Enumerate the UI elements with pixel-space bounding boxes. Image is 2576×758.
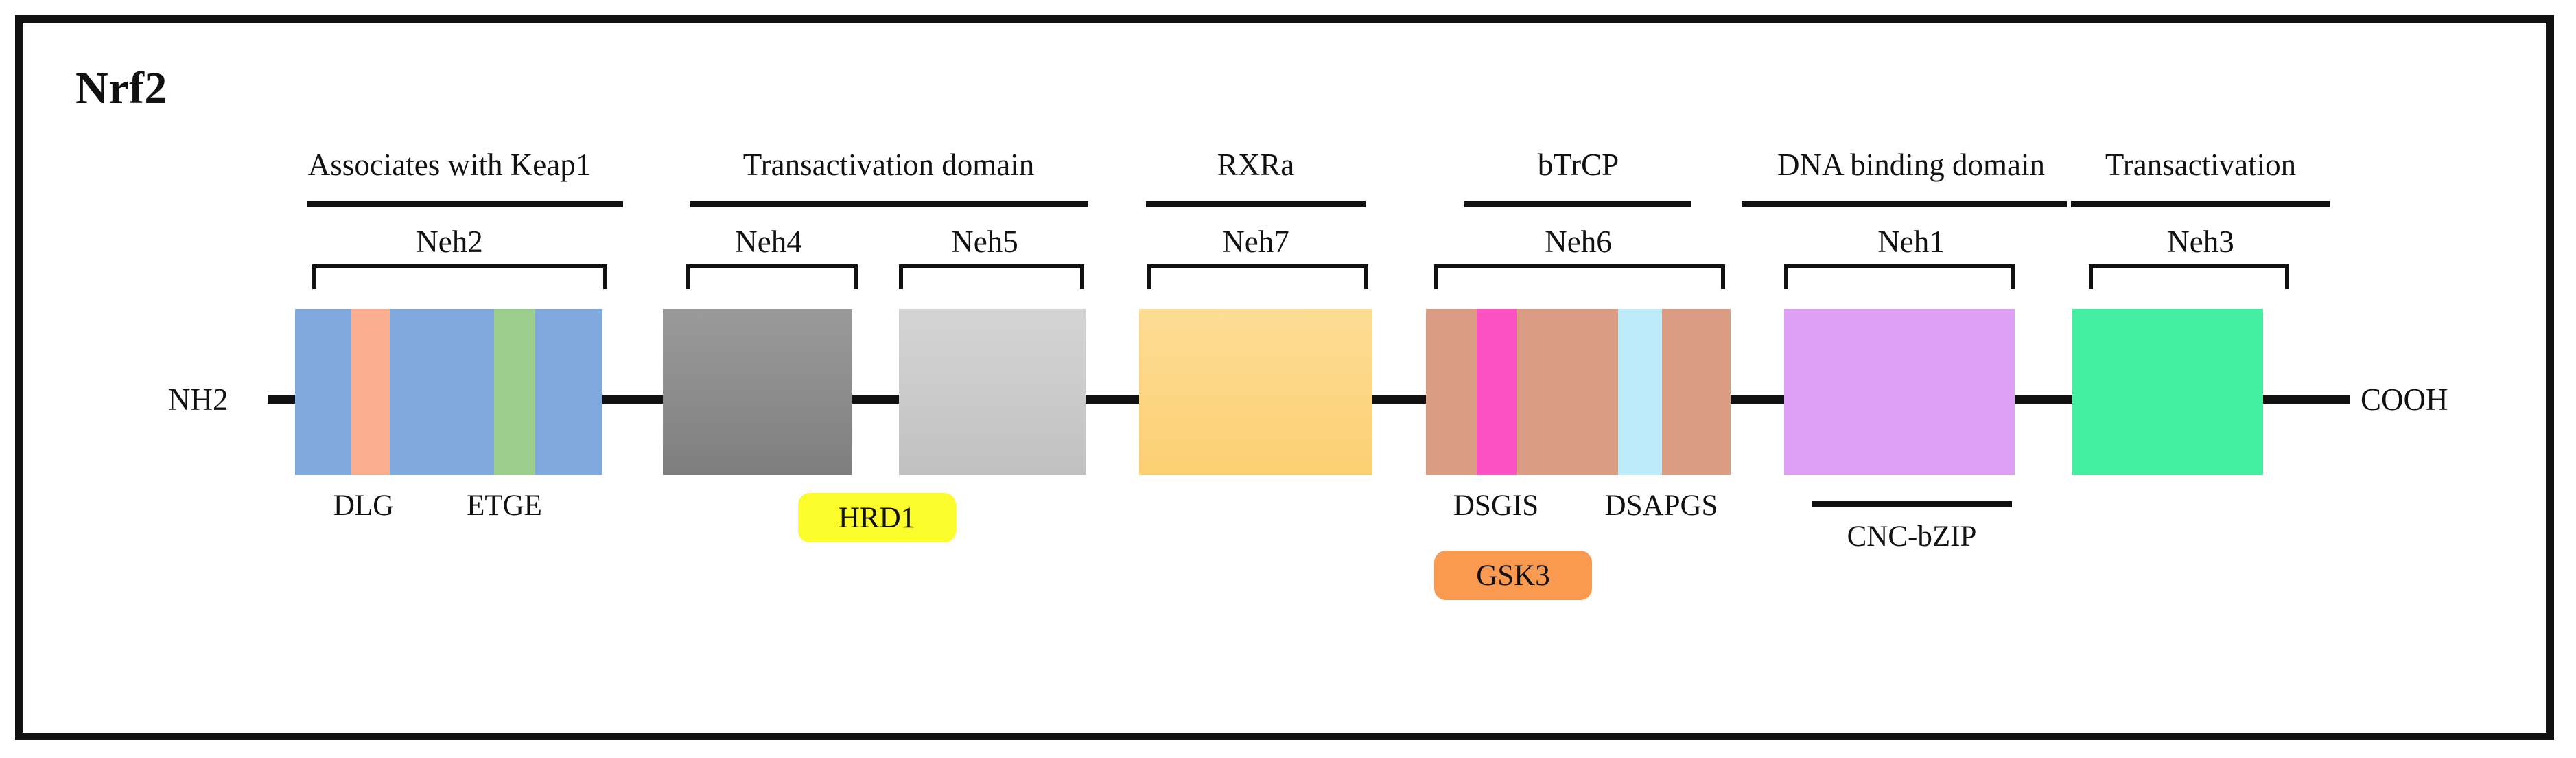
function-label-rxra: RXRa <box>1217 148 1295 182</box>
bracket-neh3 <box>2089 264 2289 289</box>
motif-label-etge: ETGE <box>467 490 542 522</box>
badge-gsk3[interactable]: GSK3 <box>1434 551 1592 600</box>
bracket-neh6 <box>1434 264 1725 289</box>
c-terminus-label: COOH <box>2361 382 2448 417</box>
bracket-neh5 <box>899 264 1084 289</box>
function-rule-dna-binding <box>1742 201 2067 207</box>
neh-label-neh4: Neh4 <box>735 225 802 259</box>
bracket-neh4 <box>686 264 858 289</box>
neh-label-neh1: Neh1 <box>1877 225 1945 259</box>
backbone-segment-6 <box>2013 395 2072 404</box>
function-label-transactivation-domain: Transactivation domain <box>742 148 1035 182</box>
backbone-segment-2 <box>851 395 900 404</box>
function-rule-keap1 <box>307 201 623 207</box>
backbone-segment-c-term <box>2263 395 2350 404</box>
bracket-neh1 <box>1784 264 2015 289</box>
function-label-btrcp: bTrCP <box>1537 148 1619 182</box>
backbone-segment-4 <box>1370 395 1431 404</box>
motif-stripe-dlg <box>351 309 390 475</box>
neh-label-neh6: Neh6 <box>1545 225 1612 259</box>
motif-rule-cnc-bzip <box>1812 501 2012 507</box>
motif-label-dlg: DLG <box>333 490 395 522</box>
bracket-neh7 <box>1147 264 1368 289</box>
domain-block-neh2[interactable] <box>295 309 602 475</box>
domain-block-neh6[interactable] <box>1426 309 1731 475</box>
function-label-keap1: Associates with Keap1 <box>307 148 592 182</box>
motif-stripe-etge <box>494 309 535 475</box>
motif-stripe-dsapgs <box>1618 309 1662 475</box>
domain-block-neh3[interactable] <box>2072 309 2263 475</box>
motif-stripe-dsgis <box>1477 309 1517 475</box>
motif-label-dsapgs: DSAPGS <box>1604 490 1718 522</box>
motif-label-cnc-bzip: CNC-bZIP <box>1847 520 1977 553</box>
domain-block-neh5[interactable] <box>899 309 1086 475</box>
domain-block-neh4[interactable] <box>663 309 852 475</box>
motif-label-dsgis: DSGIS <box>1453 490 1539 522</box>
bracket-neh2 <box>312 264 607 289</box>
neh-label-neh2: Neh2 <box>416 225 483 259</box>
function-rule-rxra <box>1146 201 1366 207</box>
neh-label-neh7: Neh7 <box>1222 225 1289 259</box>
function-rule-transactivation <box>2071 201 2330 207</box>
neh-label-neh3: Neh3 <box>2167 225 2234 259</box>
badge-hrd1[interactable]: HRD1 <box>798 493 956 542</box>
function-rule-transactivation-domain <box>690 201 1088 207</box>
function-label-dna-binding: DNA binding domain <box>1777 148 2045 182</box>
domain-block-neh7[interactable] <box>1139 309 1372 475</box>
neh-label-neh5: Neh5 <box>951 225 1018 259</box>
n-terminus-label: NH2 <box>168 382 229 417</box>
page-title: Nrf2 <box>75 63 167 113</box>
backbone-segment-5 <box>1724 395 1785 404</box>
function-rule-btrcp <box>1464 201 1691 207</box>
function-label-transactivation: Transactivation <box>2105 148 2297 182</box>
backbone-segment-n-term <box>268 395 301 404</box>
domain-block-neh1[interactable] <box>1784 309 2015 475</box>
